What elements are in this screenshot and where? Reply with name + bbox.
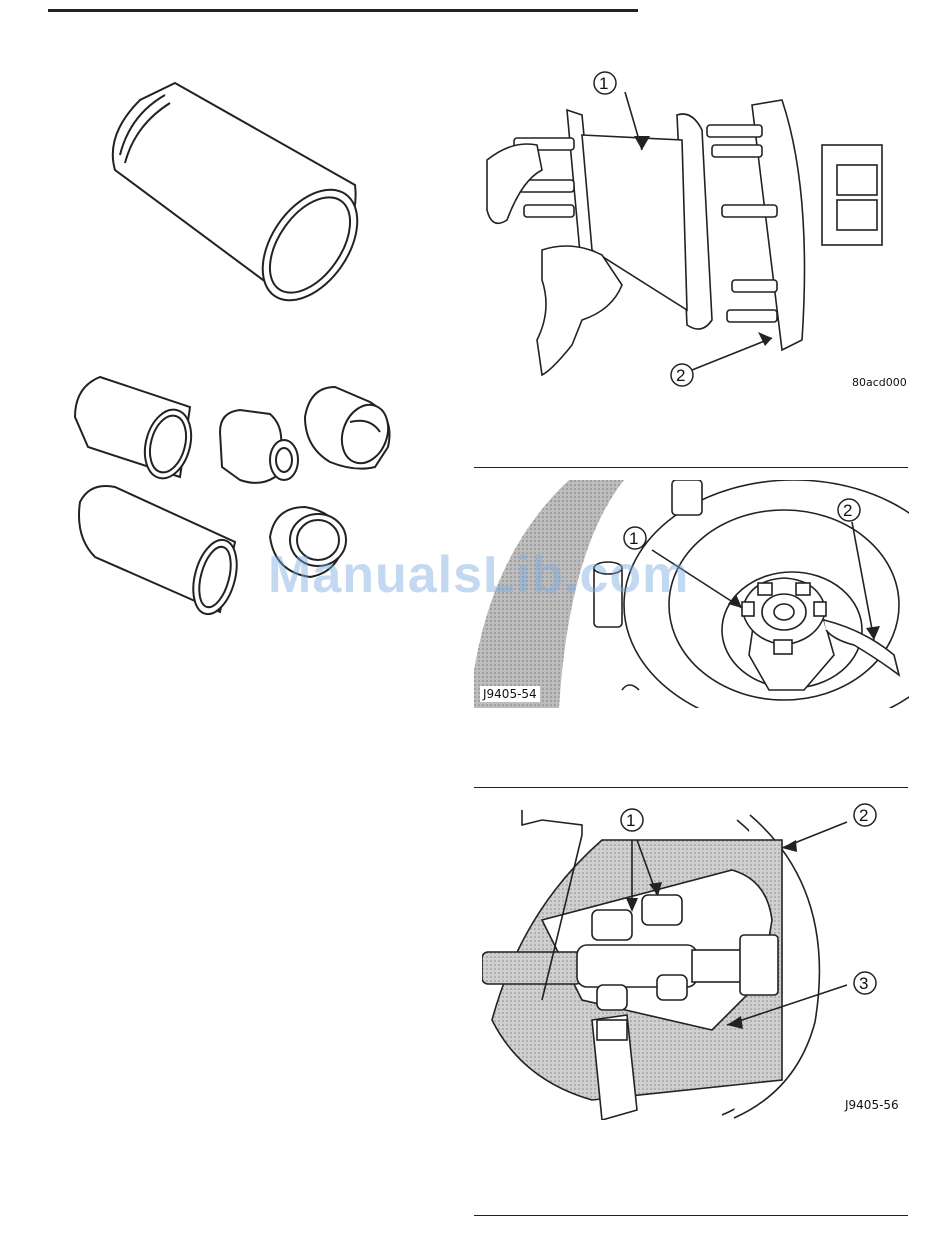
section-rule-1 bbox=[474, 467, 908, 468]
watermark: ManualsLib.com bbox=[268, 545, 689, 605]
hub-figure-code: 80acd000 bbox=[852, 376, 907, 389]
cotter-figure-code: J9405-54 bbox=[480, 686, 540, 702]
tierod-callout-3: 3 bbox=[859, 974, 868, 993]
header-rule bbox=[48, 9, 638, 12]
figure-hub-bearing: 1 2 bbox=[482, 70, 887, 390]
section-rule-2 bbox=[474, 787, 908, 788]
hub-callout-2: 2 bbox=[676, 366, 685, 385]
figure-receiver-tool bbox=[95, 75, 375, 315]
section-rule-3 bbox=[474, 1215, 908, 1216]
tierod-figure-code: J9405-56 bbox=[845, 1098, 899, 1112]
hub-callout-1: 1 bbox=[599, 74, 608, 93]
tierod-callout-2: 2 bbox=[859, 806, 868, 825]
tierod-callout-1: 1 bbox=[626, 811, 635, 830]
cotter-callout-2: 2 bbox=[843, 501, 852, 520]
figure-tie-rod: 1 2 3 bbox=[482, 800, 902, 1120]
